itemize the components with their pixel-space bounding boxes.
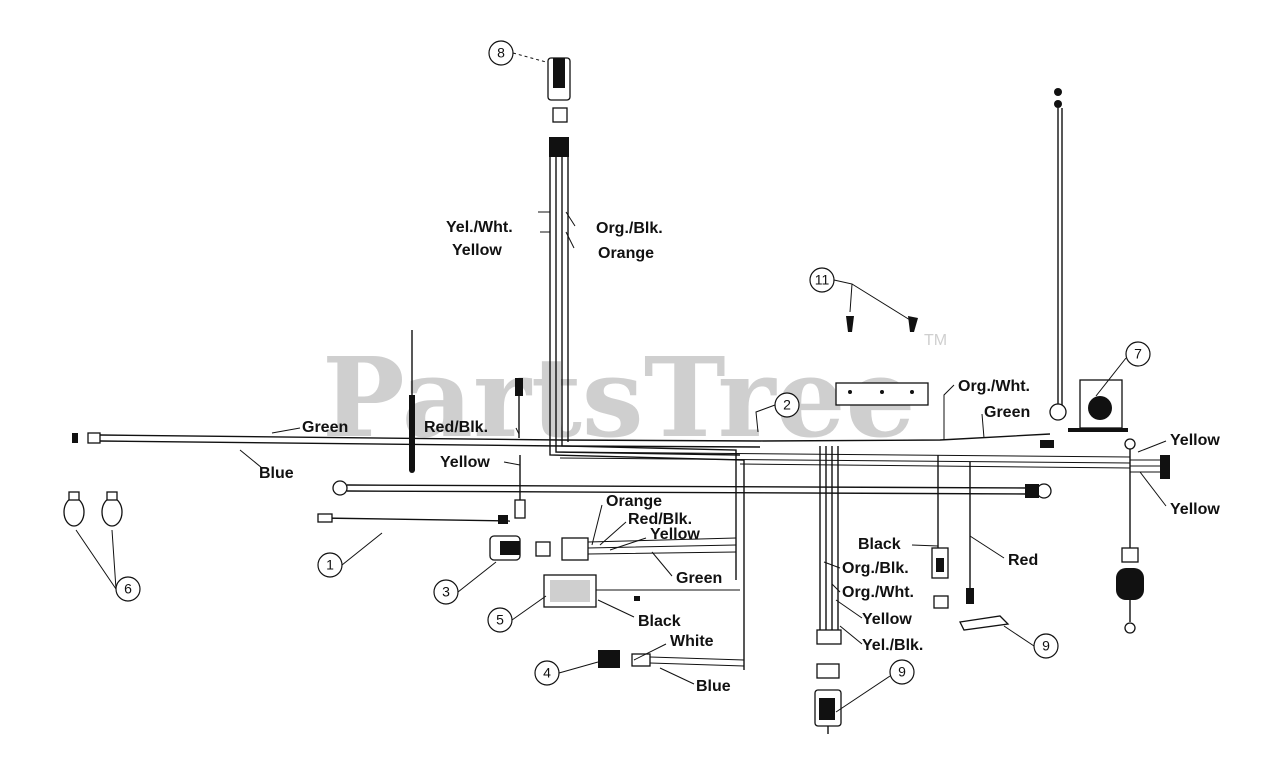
leader-lines	[239, 384, 1167, 685]
clip-right	[908, 316, 918, 332]
callout-9-top-number: 8	[497, 45, 505, 61]
label-yellow-right-bottom: Yellow	[1170, 501, 1220, 518]
red-blk-connector	[515, 378, 523, 396]
label-yellow-lower: Yellow	[650, 526, 700, 543]
top-bundle-sleeve	[549, 137, 569, 157]
label-black-lower: Black	[638, 613, 681, 630]
item-3-wire-connector	[561, 537, 589, 561]
callout-1-number: 1	[326, 557, 334, 573]
right-hanging-connector	[1116, 568, 1144, 600]
callout-6-number: 6	[124, 581, 132, 597]
callout-2: 2	[755, 392, 800, 433]
callout-11-number: 11	[815, 272, 830, 288]
label-org-blk-top: Org./Blk.	[596, 220, 663, 237]
label-blue-left: Blue	[259, 465, 294, 482]
label-yellow-right2: Yellow	[862, 611, 912, 628]
callout-4-number: 4	[543, 665, 551, 681]
label-white-lower: White	[670, 633, 714, 650]
headlight-bulb-left	[63, 497, 85, 527]
left-vertical-lead	[409, 395, 415, 470]
callout-7: 7	[1095, 341, 1151, 397]
label-blue-lower: Blue	[696, 678, 731, 695]
label-org-wht-right: Org./Wht.	[958, 378, 1030, 395]
headlight-bulb-right	[101, 497, 123, 527]
callout-2-number: 2	[783, 397, 791, 413]
callout-1: 1	[317, 532, 383, 578]
label-black-right: Black	[858, 536, 901, 553]
battery-cable-ring-left	[332, 480, 348, 496]
callout-3-number: 3	[442, 584, 450, 600]
main-harness	[72, 432, 1170, 479]
top-bundle	[538, 57, 745, 670]
label-yellow-top: Yellow	[452, 242, 502, 259]
bottom-switch-connector	[816, 663, 840, 679]
label-red-right: Red	[1008, 552, 1038, 569]
label-org-blk-right: Org./Blk.	[842, 560, 909, 577]
callout-11: 11	[809, 267, 911, 321]
label-orange-mid: Orange	[606, 493, 662, 510]
callout-9-top: 8	[488, 40, 547, 66]
callout-4: 4	[534, 660, 599, 686]
callouts: 8 11 7 2 1 3 5	[75, 40, 1151, 713]
label-red-blk-lower: Red/Blk.	[628, 511, 692, 528]
label-green-right: Green	[984, 404, 1030, 421]
clip-left	[846, 316, 854, 332]
callout-8: 9	[1003, 625, 1059, 659]
yellow-lead-terminal	[514, 499, 526, 519]
item-4-switch	[598, 650, 620, 668]
item-5-module	[543, 574, 597, 608]
cable-1-terminal	[317, 513, 333, 523]
label-org-wht-right2: Org./Wht.	[842, 584, 914, 601]
label-yellow-right-top: Yellow	[1170, 432, 1220, 449]
callout-5: 5	[487, 595, 547, 633]
right-ring-terminal	[1124, 438, 1136, 450]
label-green-lower: Green	[676, 570, 722, 587]
callout-6: 6	[75, 529, 141, 602]
callout-9-bottom: 9	[835, 659, 915, 713]
label-yellow-mid: Yellow	[440, 454, 490, 471]
callout-8-number: 9	[1042, 638, 1050, 654]
watermark-trademark: TM	[924, 332, 947, 349]
callout-3: 3	[433, 561, 497, 605]
left-end-plug	[72, 433, 78, 443]
callout-5-number: 5	[496, 612, 504, 628]
callout-7-number: 7	[1134, 346, 1142, 362]
callout-9-bottom-number: 9	[898, 664, 906, 680]
rod-ring-terminal	[1049, 403, 1067, 421]
label-yel-wht-top: Yel./Wht.	[446, 219, 513, 236]
wire-labels: Yel./Wht. Org./Blk. Yellow Orange Green …	[259, 219, 1220, 695]
left-end-sleeve	[87, 432, 101, 444]
label-yel-blk-right: Yel./Blk.	[862, 637, 923, 654]
left-components	[63, 330, 1052, 668]
label-red-blk-mid: Red/Blk.	[424, 419, 488, 436]
right-components	[814, 88, 1144, 734]
item-8-switch	[959, 615, 1010, 631]
label-orange-top: Orange	[598, 245, 654, 262]
battery-cable-ring-right	[1036, 483, 1052, 499]
label-green-left: Green	[302, 419, 348, 436]
top-switch-connector	[552, 107, 568, 123]
right-connector-plug	[1160, 455, 1170, 479]
